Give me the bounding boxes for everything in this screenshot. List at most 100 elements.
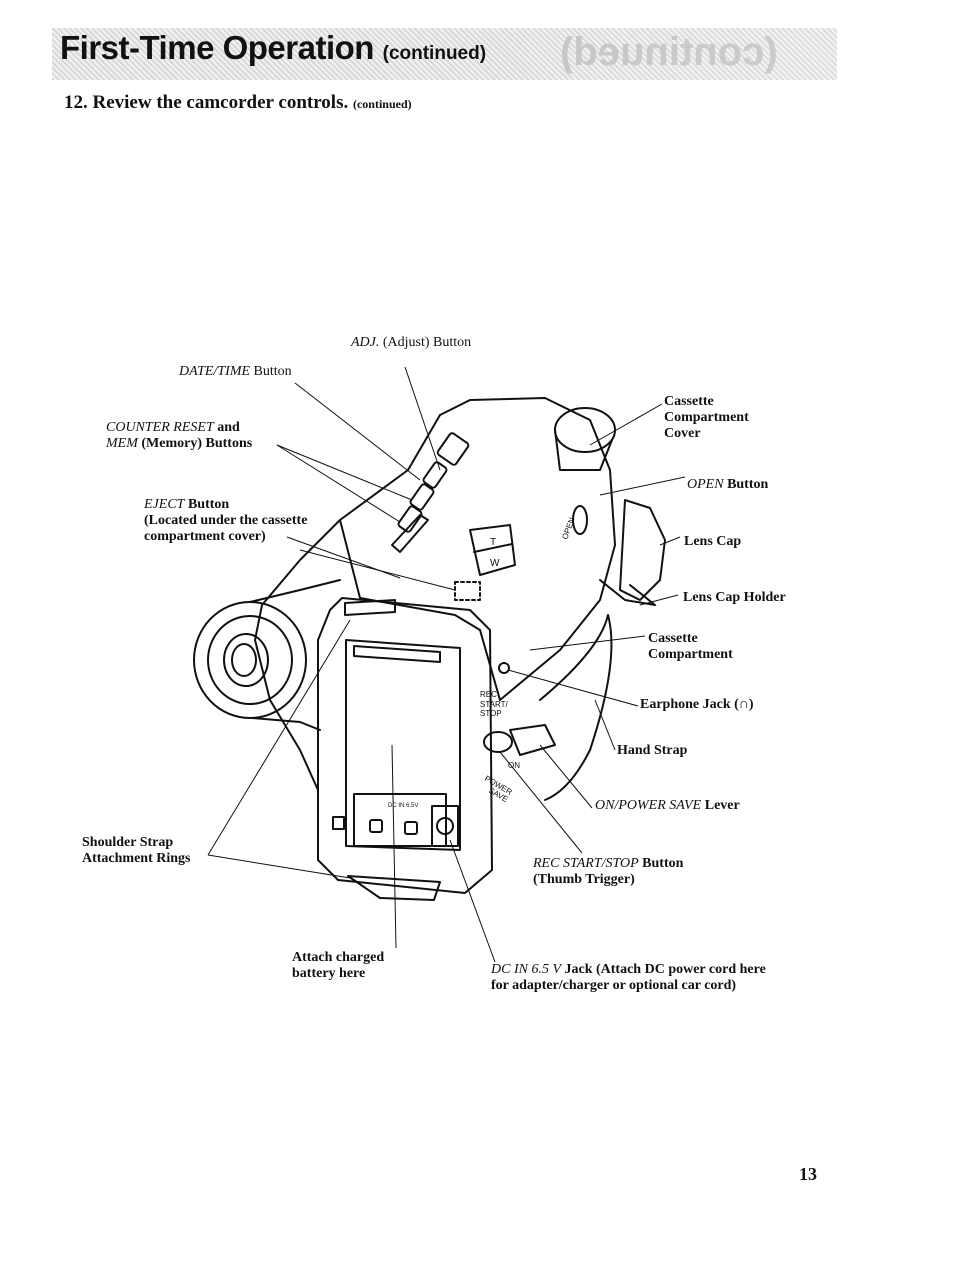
label-eject-emph: EJECT [144,497,185,512]
label-cassette-cover-line1: Cassette [664,394,714,409]
camcorder-top-surface [339,397,616,701]
label-counter-reset-emph: COUNTER RESET [106,420,214,435]
label-earphone-jack: Earphone Jack (∩) [640,697,754,713]
lens-middle-ring [207,615,293,705]
label-rec-line2: (Thumb Trigger) [533,872,635,887]
marking-rec: REC [480,690,497,699]
battery-slot-top [353,645,441,663]
header-band [52,28,837,80]
open-button-shape [572,505,588,535]
leader-battery [391,744,397,949]
leader-lens-cap-holder [639,594,679,606]
leader-counter-reset [276,444,413,501]
hand-strap [539,614,613,801]
label-rec-start-stop: REC START/STOP Button (Thumb Trigger) [533,856,683,888]
label-earphone-close: ) [748,697,754,712]
header-fade [420,28,837,80]
viewfinder-eyecup [554,407,616,453]
label-cassette-cover-line3: Cover [664,426,701,441]
leader-adj [404,366,441,471]
label-dc-in-emph: DC IN 6.5 V [491,962,561,977]
dc-jack [436,817,454,835]
label-cassette-compartment-line2: Compartment [648,647,733,662]
lens-barrel-top [249,579,341,603]
leader-eject-2 [299,549,456,591]
rec-start-stop-button [483,731,513,753]
label-adj-button: ADJ. (Adjust) Button [351,335,471,351]
leader-shoulder-strap-2 [207,619,351,856]
label-adj-rest: (Adjust) Button [379,335,472,350]
adj-button-shape [436,432,470,466]
leader-shoulder-strap [207,854,351,879]
earphone-jack-shape [498,662,510,674]
page-title: First-Time Operation (continued) [60,29,486,67]
mem-button-shape [397,505,423,533]
label-eject-button: EJECT Button (Located under the cassette… [144,497,307,545]
lens-outer-ring [193,601,307,719]
zoom-divider [473,543,513,553]
label-dc-in: DC IN 6.5 V Jack (Attach DC power cord h… [491,962,766,994]
label-counter-reset-and: and [213,420,240,435]
lens-cap [619,499,666,601]
on-power-save-lever [509,724,556,756]
label-battery-line2: battery here [292,966,366,981]
label-power-save-emph: ON/POWER SAVE [595,798,702,813]
dc-connector-panel [353,793,447,847]
section-heading-text: 12. Review the camcorder controls. [64,92,349,113]
label-power-save-rest: Lever [701,798,740,813]
label-open-button: OPEN Button [687,477,768,493]
battery-clip [344,599,396,616]
label-shoulder-strap-line1: Shoulder Strap [82,835,174,850]
label-shoulder-strap: Shoulder Strap Attachment Rings [82,835,191,867]
page-title-text: First-Time Operation [60,29,374,66]
battery-bottom-tab [347,875,441,901]
leader-lens-cap [659,536,681,546]
marking-on: ON [508,761,520,770]
lens-glass [223,633,269,687]
page-title-suffix: (continued) [382,43,487,64]
headphone-icon: ∩ [738,697,749,712]
label-date-time-emph: DATE/TIME [179,364,251,379]
marking-start-stop-2: STOP [480,709,502,718]
marking-zoom-t: T [490,537,496,548]
leader-dc-in [449,839,496,963]
label-open-rest: Button [723,477,769,492]
section-heading-suffix: (continued) [352,97,412,111]
camcorder-body-side [254,519,341,791]
marking-dc-in: DC IN 6.5V [388,803,418,809]
label-dc-in-line2: for adapter/charger or optional car cord… [491,978,737,993]
eject-button-shape [391,514,429,553]
label-open-emph: OPEN [687,477,724,492]
leader-mem [276,444,401,523]
lens-barrel-bottom [251,717,321,731]
label-on-power-save: ON/POWER SAVE Lever [595,798,740,814]
label-shoulder-strap-line2: Attachment Rings [82,851,191,866]
label-attach-battery: Attach charged battery here [292,950,384,982]
label-mem-emph: MEM [106,436,138,451]
leader-hand-strap [594,699,616,751]
label-lens-cap-holder: Lens Cap Holder [683,590,786,605]
marking-zoom-w: W [490,558,500,569]
label-rec-emph: REC START/STOP [533,856,639,871]
leader-open [599,476,686,496]
label-earphone-text: Earphone Jack ( [640,697,739,712]
leader-cassette-cover [589,403,663,446]
viewfinder-tube [554,429,613,471]
page-number: 13 [799,1164,817,1184]
label-eject-line2: (Located under the cassette [144,513,308,528]
lens-cap-holder [599,579,656,606]
label-adj-emph: ADJ. [351,335,380,350]
label-rec-rest: Button [638,856,684,871]
label-cassette-compartment-line1: Cassette [648,631,698,646]
panel-button-left [369,819,383,833]
label-dc-in-rest: Jack (Attach DC power cord here [561,962,766,977]
leader-cassette-compartment [529,635,646,651]
label-counter-reset: COUNTER RESET and MEM (Memory) Buttons [106,420,252,452]
label-cassette-cover-line2: Compartment [664,410,749,425]
panel-small-square [332,816,345,830]
label-lens-cap: Lens Cap [684,534,742,549]
label-hand-strap: Hand Strap [617,743,688,758]
leader-rec-start-stop [499,751,583,854]
lens-center [231,643,257,677]
